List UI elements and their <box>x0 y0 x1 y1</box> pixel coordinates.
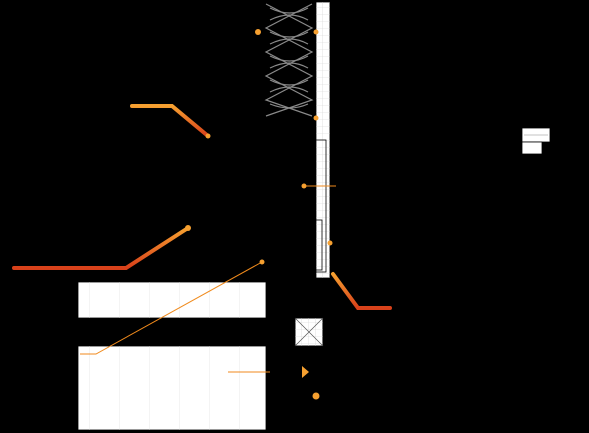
legend-box <box>521 127 551 155</box>
callout-dot <box>259 259 265 265</box>
wall-inner-layer <box>310 139 327 273</box>
callout-upper-left-diagonal <box>130 104 210 138</box>
lower-panel <box>77 345 267 431</box>
callout-right-5-diagonal <box>331 272 392 310</box>
callout-dot <box>312 392 320 400</box>
callout-dot <box>313 29 319 35</box>
callout-dot <box>301 183 307 189</box>
callout-dot <box>327 240 333 246</box>
wall-section <box>310 1 331 279</box>
callout-left-lower-thin <box>80 261 263 355</box>
upper-panel <box>77 281 267 319</box>
callout-dot <box>255 29 261 35</box>
callout-dot <box>205 133 211 139</box>
callout-dot <box>185 225 191 231</box>
square-tile <box>294 317 324 347</box>
mesh-lattice <box>264 3 314 117</box>
callout-dot <box>313 115 319 121</box>
arrow-head <box>302 366 309 378</box>
callout-left-mid-diagonal <box>12 226 190 270</box>
